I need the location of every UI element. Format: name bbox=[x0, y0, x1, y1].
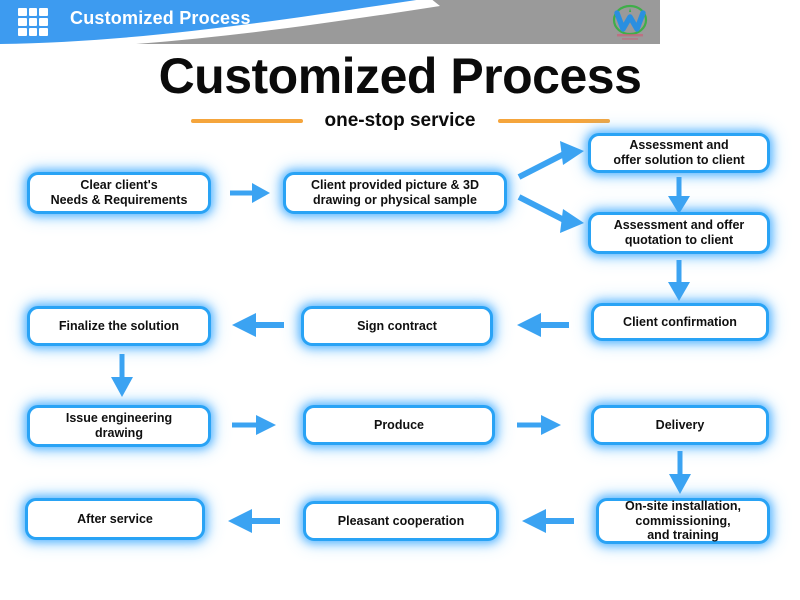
header-band: Customized Process bbox=[0, 0, 660, 44]
grid-cell bbox=[39, 18, 48, 26]
flow-box-finalize-the-solution[interactable]: Finalize the solution bbox=[27, 306, 211, 346]
box-line: Delivery bbox=[655, 417, 705, 432]
arrow-solution-to-quotation bbox=[668, 177, 690, 214]
subtitle-row: one-stop service bbox=[0, 110, 800, 132]
grid-cell bbox=[18, 28, 27, 36]
grid-cell bbox=[39, 8, 48, 16]
arrow-confirmation-to-contract bbox=[517, 313, 569, 337]
flow-box-clear-client-needs[interactable]: Clear client's Needs & Requirements bbox=[27, 172, 211, 214]
grid-cell bbox=[18, 18, 27, 26]
flow-box-pleasant-cooperation[interactable]: Pleasant cooperation bbox=[303, 501, 499, 541]
box-line: Assessment and offer bbox=[613, 218, 745, 233]
header-swoosh-decoration bbox=[0, 0, 660, 44]
subtitle-rule-right bbox=[497, 119, 610, 123]
box-line: quotation to client bbox=[624, 233, 734, 247]
box-line: On-site installation, bbox=[625, 498, 741, 513]
header-title: Customized Process bbox=[70, 8, 251, 28]
arrow-finalize-to-drawing bbox=[111, 354, 133, 397]
grid-cell bbox=[39, 28, 48, 36]
arrow-needs-to-picture bbox=[230, 183, 270, 203]
arrow-picture-to-solution bbox=[517, 141, 584, 180]
box-line: Pleasant cooperation bbox=[337, 513, 465, 528]
grid-cell bbox=[18, 8, 27, 16]
arrow-picture-to-quotation bbox=[517, 194, 584, 233]
box-line: Client confirmation bbox=[623, 314, 737, 329]
box-line: Client provided picture & 3D bbox=[310, 178, 480, 193]
flow-box-on-site-installation[interactable]: On-site installation, commissioning, and… bbox=[596, 498, 770, 544]
box-line: drawing or physical sample bbox=[313, 193, 477, 207]
flow-box-client-confirmation[interactable]: Client confirmation bbox=[591, 303, 769, 341]
box-line: drawing bbox=[95, 426, 143, 440]
box-line: Needs & Requirements bbox=[50, 193, 188, 207]
arrow-installation-to-pleasant bbox=[522, 509, 574, 533]
arrow-produce-to-delivery bbox=[517, 415, 561, 435]
arrow-contract-to-finalize bbox=[232, 313, 284, 337]
flow-box-produce[interactable]: Produce bbox=[303, 405, 495, 445]
arrow-pleasant-to-after bbox=[228, 509, 280, 533]
flow-box-client-provided-picture[interactable]: Client provided picture & 3D drawing or … bbox=[283, 172, 507, 214]
box-line: Produce bbox=[373, 417, 424, 432]
flow-box-assessment-offer-quotation[interactable]: Assessment and offer quotation to client bbox=[588, 212, 770, 254]
grid-cell bbox=[28, 8, 38, 16]
flow-box-delivery[interactable]: Delivery bbox=[591, 405, 769, 445]
arrow-drawing-to-produce bbox=[232, 415, 276, 435]
flow-box-issue-engineering-drawing[interactable]: Issue engineering drawing bbox=[27, 405, 211, 447]
box-line: Finalize the solution bbox=[58, 318, 180, 333]
box-line: Sign contract bbox=[357, 318, 437, 333]
box-line: Assessment and bbox=[629, 138, 729, 153]
flow-box-after-service[interactable]: After service bbox=[25, 498, 205, 540]
arrow-delivery-to-installation bbox=[669, 451, 691, 494]
grid-cell bbox=[28, 18, 38, 26]
company-logo-icon bbox=[612, 4, 648, 40]
box-line: After service bbox=[77, 511, 153, 526]
flow-box-sign-contract[interactable]: Sign contract bbox=[301, 306, 493, 346]
page-title: Customized Process bbox=[158, 48, 642, 104]
grid-cell bbox=[28, 28, 38, 36]
arrow-quotation-to-confirmation bbox=[668, 260, 690, 301]
subtitle-rule-left bbox=[190, 119, 303, 123]
subtitle-text: one-stop service bbox=[324, 110, 476, 131]
box-line: Issue engineering bbox=[65, 411, 173, 426]
box-line: Clear client's bbox=[80, 178, 158, 193]
grid-apps-icon[interactable] bbox=[18, 8, 48, 36]
box-line: and training bbox=[647, 528, 719, 543]
flow-box-assessment-offer-solution[interactable]: Assessment and offer solution to client bbox=[588, 133, 770, 173]
box-line: commissioning, bbox=[635, 513, 731, 528]
box-line: offer solution to client bbox=[613, 153, 745, 167]
